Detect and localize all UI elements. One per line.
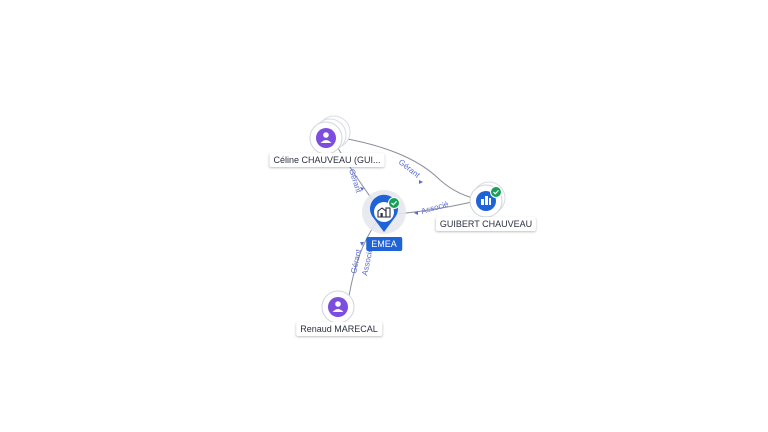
person-icon bbox=[316, 128, 336, 148]
edge-label-celine-emea: Gérant bbox=[347, 168, 363, 195]
verified-badge-icon bbox=[490, 186, 502, 198]
node-emea[interactable] bbox=[362, 190, 406, 234]
edge-arrow bbox=[360, 242, 364, 246]
edge-arrow bbox=[414, 211, 418, 215]
node-celine[interactable] bbox=[309, 115, 351, 155]
node-label-guibert[interactable]: GUIBERT CHAUVEAU bbox=[435, 217, 537, 231]
edge-label-guibert-emea: Associé bbox=[420, 199, 450, 216]
node-label-emea[interactable]: EMEA bbox=[366, 237, 402, 251]
person-icon bbox=[328, 297, 348, 317]
node-label-renaud[interactable]: Renaud MARECAL bbox=[296, 322, 382, 336]
edge-celine-guibert bbox=[341, 137, 483, 201]
node-renaud[interactable] bbox=[321, 290, 355, 324]
edge-arrow bbox=[360, 187, 364, 191]
edge-arrow bbox=[419, 180, 423, 184]
node-label-celine[interactable]: Céline CHAUVEAU (GUI... bbox=[269, 153, 385, 167]
verified-badge-icon bbox=[388, 197, 400, 209]
node-guibert[interactable] bbox=[469, 181, 506, 218]
company-icon bbox=[476, 191, 496, 211]
edge-label-celine-guibert: Gérant bbox=[397, 157, 422, 180]
company-icon bbox=[377, 207, 391, 218]
